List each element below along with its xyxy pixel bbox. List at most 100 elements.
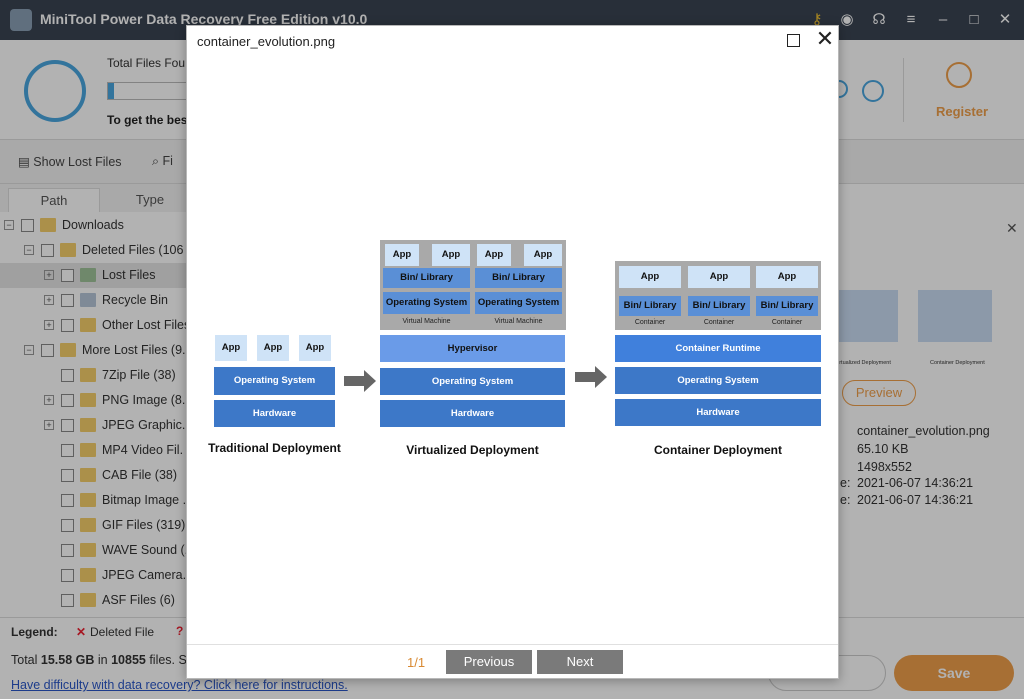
minimize-button[interactable]: – (938, 11, 948, 28)
folder-icon (80, 493, 96, 507)
checkbox[interactable] (61, 294, 74, 307)
tree-row[interactable]: ASF Files (6) (0, 588, 190, 613)
checkbox[interactable] (61, 319, 74, 332)
collapse-icon[interactable]: − (4, 220, 14, 230)
tree-row[interactable]: WAVE Sound (. (0, 538, 190, 563)
tree-row[interactable]: + PNG Image (8. (0, 388, 190, 413)
total-size: 15.58 GB (40, 653, 95, 667)
arrow-right-icon (344, 376, 366, 386)
document-icon: ▤ (18, 155, 34, 169)
lost-files-icon (80, 268, 96, 282)
tab-type[interactable]: Type (135, 192, 165, 207)
close-icon[interactable]: ✕ (815, 26, 835, 51)
vm-label: Virtual Machine (402, 318, 451, 325)
arrow-right-icon (575, 372, 597, 382)
tree-label: Bitmap Image . (102, 493, 187, 507)
tree-row[interactable]: + JPEG Graphic. (0, 413, 190, 438)
hardware-block: Hardware (380, 400, 565, 427)
tree-row[interactable]: 7Zip File (38) (0, 363, 190, 388)
folder-icon (60, 343, 76, 357)
tree-row[interactable]: +Lost Files (0, 263, 190, 288)
app-block: App (432, 244, 470, 266)
tree-row[interactable]: MP4 Video Fil. (0, 438, 190, 463)
page-indicator: 1/1 (407, 655, 426, 670)
tree-label: WAVE Sound (. (102, 543, 189, 557)
folder-icon (80, 418, 96, 432)
help-link[interactable]: Have difficulty with data recovery? Clic… (11, 678, 348, 692)
folder-icon (80, 318, 96, 332)
expand-icon[interactable]: + (44, 320, 54, 330)
tree-row[interactable]: −Downloads (0, 213, 190, 238)
hardware-block: Hardware (214, 400, 335, 427)
menu-icon[interactable]: ≡ (906, 11, 916, 28)
collapse-icon[interactable]: − (24, 345, 34, 355)
close-pane-icon[interactable]: ✕ (1006, 220, 1018, 236)
next-button[interactable]: Next (537, 650, 623, 674)
deleted-legend-text: Deleted File (90, 625, 155, 639)
tab-path[interactable]: Path (8, 188, 100, 212)
preview-pane: ✕ irtualized Deployment Container Deploy… (838, 212, 1024, 617)
show-lost-files-button[interactable]: ▤ Show Lost Files (18, 154, 122, 169)
thumb-block (838, 290, 898, 342)
arrow-head (595, 366, 607, 388)
app-logo-icon (10, 9, 32, 31)
expand-icon[interactable]: + (44, 295, 54, 305)
checkbox[interactable] (21, 219, 34, 232)
checkbox[interactable] (61, 444, 74, 457)
tree-row[interactable]: JPEG Camera. (0, 563, 190, 588)
checkbox[interactable] (41, 244, 54, 257)
maximize-button[interactable]: □ (969, 11, 979, 28)
os-block: Operating System (615, 367, 821, 394)
checkbox[interactable] (61, 519, 74, 532)
save-button[interactable]: Save (894, 655, 1014, 691)
checkbox[interactable] (61, 269, 74, 282)
binlib-block: Bin/ Library (475, 268, 562, 288)
os-block: Operating System (214, 367, 335, 395)
tree-row[interactable]: −Deleted Files (106 (0, 238, 190, 263)
tree-label: MP4 Video Fil. (102, 443, 184, 457)
tree-label: GIF Files (319) (102, 518, 186, 532)
checkbox[interactable] (61, 469, 74, 482)
close-button[interactable]: ✕ (998, 11, 1012, 28)
checkbox[interactable] (61, 419, 74, 432)
tree-row[interactable]: CAB File (38) (0, 463, 190, 488)
find-button[interactable]: ⌕ Fi (152, 154, 173, 169)
previous-button[interactable]: Previous (446, 650, 532, 674)
tree-label: JPEG Graphic. (102, 418, 186, 432)
maximize-icon[interactable] (787, 34, 800, 47)
total-mid: in (94, 653, 112, 667)
tree-row[interactable]: +Other Lost Files (0, 313, 190, 338)
checkbox[interactable] (61, 494, 74, 507)
collapse-icon[interactable]: − (24, 245, 34, 255)
disc-icon[interactable]: ◉ (840, 11, 854, 28)
tree-label: PNG Image (8. (102, 393, 186, 407)
hypervisor-block: Hypervisor (380, 335, 565, 362)
total-suffix: files. S (145, 653, 187, 667)
preview-button[interactable]: Preview (842, 380, 916, 406)
stop-button[interactable] (862, 80, 884, 102)
checkbox[interactable] (61, 569, 74, 582)
register-user-icon[interactable] (946, 62, 972, 88)
tree-row[interactable]: +Recycle Bin (0, 288, 190, 313)
expand-icon[interactable]: + (44, 420, 54, 430)
arrow-head (364, 370, 376, 392)
tree-row[interactable]: GIF Files (319) (0, 513, 190, 538)
os-block: Operating System (383, 292, 470, 314)
tree-row[interactable]: Bitmap Image . (0, 488, 190, 513)
checkbox[interactable] (61, 369, 74, 382)
os-block: Operating System (380, 368, 565, 395)
virtualized-caption: Virtualized Deployment (406, 443, 539, 457)
expand-icon[interactable]: + (44, 270, 54, 280)
thumb-caption: Container Deployment (930, 360, 985, 366)
checkbox[interactable] (41, 344, 54, 357)
checkbox[interactable] (61, 544, 74, 557)
tree-row[interactable]: −More Lost Files (9. (0, 338, 190, 363)
checkbox[interactable] (61, 594, 74, 607)
key-icon[interactable]: ⚷ (811, 11, 823, 28)
register-label[interactable]: Register (936, 104, 989, 119)
headset-icon[interactable]: ☊ (872, 11, 886, 28)
checkbox[interactable] (61, 394, 74, 407)
dialog-title: container_evolution.png (197, 34, 336, 49)
expand-icon[interactable]: + (44, 395, 54, 405)
app-title: MiniTool Power Data Recovery Free Editio… (40, 11, 368, 27)
